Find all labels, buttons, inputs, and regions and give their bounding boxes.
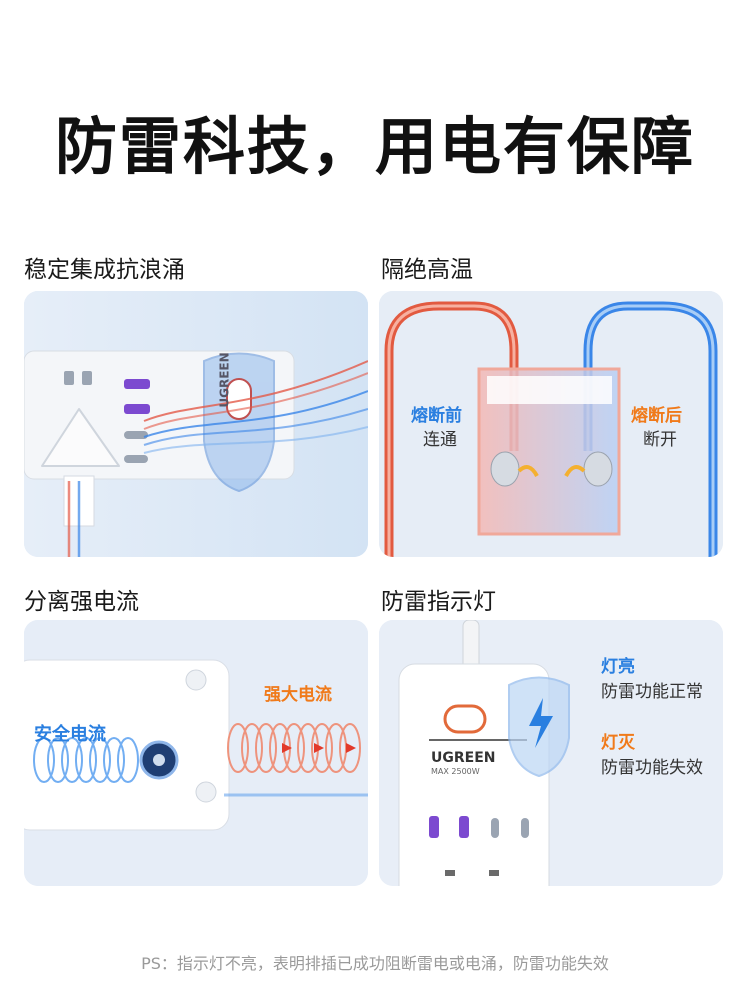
after-fuse-desc: 断开 bbox=[643, 430, 677, 450]
light-off-desc: 防雷功能失效 bbox=[601, 758, 703, 778]
light-on-title: 灯亮 bbox=[601, 657, 635, 677]
section-label-current: 分离强电流 bbox=[24, 589, 139, 615]
panel-current-separation: 安全电流 强大电流 bbox=[24, 620, 368, 886]
light-on-desc: 防雷功能正常 bbox=[601, 682, 703, 702]
section-label-heat: 隔绝高温 bbox=[381, 257, 473, 283]
panel-indicator-light: UGREEN MAX 2500W 灯亮 防雷功能正常 灯灭 防雷功能失效 bbox=[379, 620, 723, 886]
panel-heat-isolation: 熔断前 连通 熔断后 断开 bbox=[379, 291, 723, 557]
strip-brand-text-2: UGREEN bbox=[431, 750, 496, 766]
strip-brand-text: UGREEN bbox=[217, 352, 232, 408]
safe-current-label: 安全电流 bbox=[34, 724, 106, 745]
fuse-illustration bbox=[379, 291, 723, 557]
section-label-surge: 稳定集成抗浪涌 bbox=[24, 257, 185, 283]
current-illustration bbox=[24, 620, 368, 886]
before-fuse-desc: 连通 bbox=[423, 430, 457, 450]
before-fuse-title: 熔断前 bbox=[411, 406, 462, 426]
strong-current-label: 强大电流 bbox=[264, 685, 332, 705]
after-fuse-title: 熔断后 bbox=[631, 406, 682, 426]
page-headline: 防雷科技，用电有保障 bbox=[54, 110, 695, 183]
light-off-title: 灯灭 bbox=[601, 733, 635, 753]
strip-model-text: MAX 2500W bbox=[431, 767, 480, 776]
footnote: PS：指示灯不亮，表明排插已成功阻断雷电或电涌，防雷功能失效 bbox=[141, 954, 609, 973]
panel-surge-protection: UGREEN bbox=[24, 291, 368, 557]
indicator-illustration bbox=[379, 620, 723, 886]
surge-illustration bbox=[24, 291, 368, 557]
section-label-indicator: 防雷指示灯 bbox=[381, 589, 496, 615]
